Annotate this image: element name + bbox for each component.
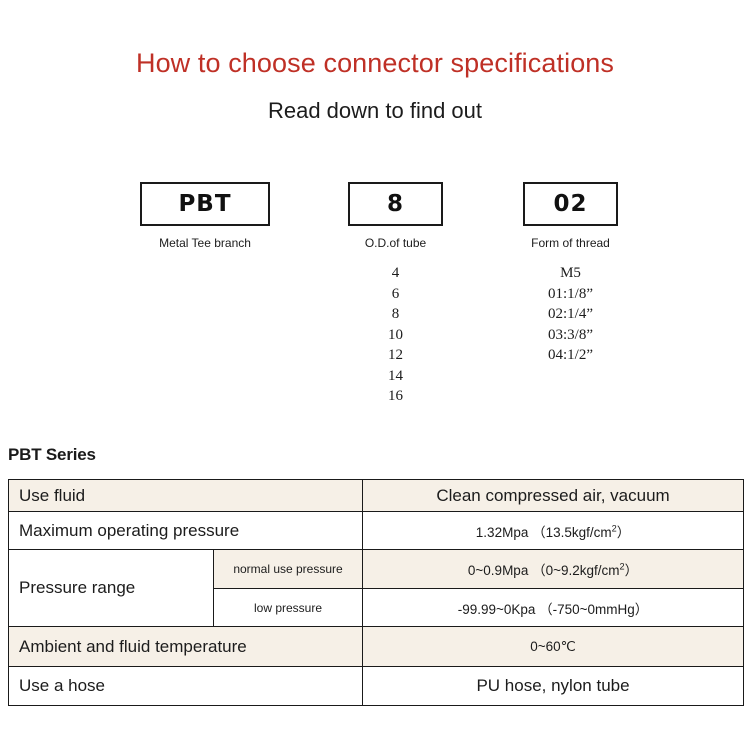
option-item: 04:1/2”: [548, 347, 593, 363]
code-box-tube-od: 8: [348, 182, 443, 226]
spec-table-body: Use fluid Clean compressed air, vacuum M…: [7, 479, 745, 706]
superscript-two: 2: [611, 523, 617, 533]
code-caption-thread-form: Form of thread: [531, 236, 610, 250]
row-value: 0~0.9Mpa （0~9.2kgf/cm2）: [467, 561, 639, 578]
option-item: 16: [388, 388, 403, 404]
row-value: -99.99~0Kpa （-750~0mmHg）: [457, 601, 649, 617]
page-title: How to choose connector specifications: [135, 48, 615, 78]
code-value-series: PBT: [178, 190, 232, 217]
code-value-thread-form: 02: [553, 190, 588, 217]
row-label: Pressure range: [19, 578, 136, 597]
row-value: Clean compressed air, vacuum: [436, 485, 670, 505]
row-label-cell: Pressure range: [8, 549, 214, 627]
option-item: 4: [391, 265, 400, 281]
spec-table: Use fluid Clean compressed air, vacuum M…: [7, 479, 745, 706]
option-item: 6: [391, 285, 400, 302]
row-label: Maximum operating pressure: [19, 520, 240, 540]
page-subtitle: Read down to find out: [267, 98, 483, 123]
option-item: 01:1/8”: [548, 285, 593, 302]
code-caption-tube-od: O.D.of tube: [364, 236, 427, 250]
table-row: Use fluid Clean compressed air, vacuum: [7, 479, 745, 512]
superscript-two: 2: [619, 561, 625, 572]
row-label-cell: Maximum operating pressure: [7, 511, 364, 550]
row-sublabel-cell: normal use pressure: [212, 549, 364, 589]
row-sublabel-cell: low pressure: [212, 588, 364, 627]
option-item: 02:1/4”: [548, 306, 593, 322]
code-box-thread-form: 02: [523, 182, 618, 226]
row-value-cell: 1.32Mpa （13.5kgf/cm2）: [362, 511, 745, 550]
option-item: 12: [388, 347, 403, 363]
row-value-cell: PU hose, nylon tube: [362, 666, 745, 706]
row-value: 1.32Mpa （13.5kgf/cm2）: [475, 523, 631, 540]
row-value-cell: 0~0.9Mpa （0~9.2kgf/cm2）: [362, 549, 745, 589]
row-label-cell: Use a hose: [7, 666, 364, 706]
code-value-tube-od: 8: [386, 190, 404, 217]
table-row: low pressure -99.99~0Kpa （-750~0mmHg）: [9, 588, 745, 627]
row-value-cell: Clean compressed air, vacuum: [362, 479, 745, 512]
row-value-cell: 0~60℃: [362, 626, 745, 667]
row-sublabel: normal use pressure: [233, 562, 343, 576]
row-label: Ambient and fluid temperature: [19, 636, 247, 656]
option-item: 8: [391, 306, 400, 322]
table-row: Maximum operating pressure 1.32Mpa （13.5…: [7, 511, 745, 550]
option-item: M5: [560, 265, 581, 281]
option-list-thread-form: M5 01:1/8” 02:1/4” 03:3/8” 04:1/2”: [513, 263, 628, 366]
row-label-cell: Ambient and fluid temperature: [7, 626, 364, 667]
row-sublabel: low pressure: [253, 600, 323, 615]
table-row: Ambient and fluid temperature 0~60℃: [7, 626, 745, 667]
code-box-series: PBT: [140, 182, 270, 226]
row-label: Use a hose: [19, 676, 105, 695]
option-list-tube-od: 4 6 8 10 12 14 16: [348, 263, 443, 407]
row-value: PU hose, nylon tube: [476, 676, 630, 695]
table-row: Use a hose PU hose, nylon tube: [7, 666, 745, 706]
row-value-cell: -99.99~0Kpa （-750~0mmHg）: [362, 588, 745, 627]
row-value: 0~60℃: [530, 638, 576, 654]
row-label: Use fluid: [19, 485, 86, 505]
option-item: 14: [388, 367, 403, 384]
option-item: 03:3/8”: [548, 326, 593, 343]
table-row: Pressure range normal use pressure 0~0.9…: [8, 549, 745, 627]
code-caption-series: Metal Tee branch: [159, 236, 251, 250]
option-item: 10: [388, 326, 403, 343]
row-label-cell: Use fluid: [7, 479, 364, 512]
spec-table-title: PBT Series: [8, 445, 96, 464]
